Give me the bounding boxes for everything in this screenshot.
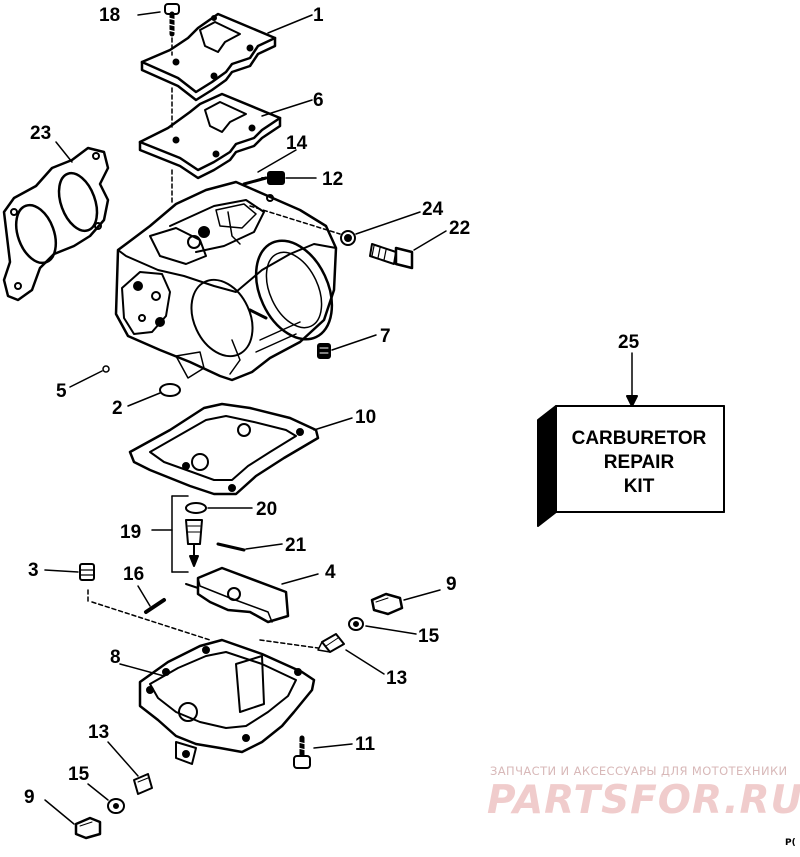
callout-13-right: 13 bbox=[386, 668, 407, 689]
callout-5: 5 bbox=[56, 381, 67, 402]
part-5-check-ball bbox=[102, 365, 110, 373]
callout-2: 2 bbox=[112, 398, 123, 419]
callout-15-left: 15 bbox=[68, 764, 90, 785]
callout-1: 1 bbox=[313, 5, 324, 26]
watermark-tagline: ЗАПЧАСТИ И АКСЕССУАРЫ ДЛЯ МОТОТЕХНИКИ bbox=[490, 764, 788, 778]
callout-labels: 18 1 6 23 14 12 24 22 7 25 5 2 10 20 19 … bbox=[24, 5, 707, 808]
callout-13-left: 13 bbox=[88, 722, 109, 743]
callout-4: 4 bbox=[325, 562, 336, 583]
part-7-fitting bbox=[317, 343, 331, 359]
part-12-fitting bbox=[261, 171, 285, 185]
corner-mark: P( bbox=[785, 838, 796, 848]
callout-18: 18 bbox=[99, 5, 120, 26]
callout-12: 12 bbox=[322, 169, 343, 190]
callout-14: 14 bbox=[286, 133, 308, 154]
part-15-washer-left bbox=[107, 798, 125, 814]
callout-3: 3 bbox=[28, 560, 39, 581]
callout-16: 16 bbox=[123, 564, 144, 585]
callout-10: 10 bbox=[355, 407, 376, 428]
part-11-drain-screw bbox=[293, 735, 311, 769]
callout-19: 19 bbox=[120, 522, 141, 543]
part-13-screw-right bbox=[317, 633, 345, 653]
callout-21: 21 bbox=[285, 535, 307, 556]
part-15-washer-right bbox=[348, 617, 364, 631]
watermark-logo: PARTSFOR.RU bbox=[487, 778, 800, 823]
callout-11: 11 bbox=[355, 734, 376, 755]
part-2-o-ring bbox=[159, 383, 181, 397]
kit-label-line2: REPAIR bbox=[604, 452, 675, 473]
part-22-bolt bbox=[369, 243, 414, 270]
part-4-float bbox=[185, 566, 290, 624]
part-13-screw-left bbox=[133, 773, 153, 795]
leader-lines bbox=[44, 11, 447, 825]
part-3-jet bbox=[79, 563, 95, 581]
callout-25: 25 bbox=[618, 332, 640, 353]
part-6-gasket bbox=[138, 92, 282, 180]
callout-8: 8 bbox=[110, 647, 121, 668]
part-21-pin bbox=[216, 542, 246, 552]
part-10-bowl-gasket bbox=[128, 402, 320, 496]
callout-23: 23 bbox=[30, 123, 51, 144]
part-18-screw bbox=[164, 3, 180, 37]
part-20-o-ring bbox=[185, 502, 207, 514]
callout-9-right: 9 bbox=[446, 574, 457, 595]
callout-9-left: 9 bbox=[24, 787, 35, 808]
part-16-float-pin bbox=[144, 598, 166, 614]
callout-24: 24 bbox=[422, 199, 444, 220]
part-9-screw-left bbox=[74, 816, 102, 840]
kit-label-line1: CARBURETOR bbox=[572, 428, 707, 449]
part-24-lockwasher bbox=[340, 230, 356, 246]
callout-22: 22 bbox=[449, 218, 470, 239]
part-19-inlet-needle bbox=[185, 519, 203, 567]
kit-label-line3: KIT bbox=[624, 476, 655, 497]
part-9-screw-right bbox=[370, 592, 404, 616]
callout-7: 7 bbox=[380, 326, 391, 347]
callout-6: 6 bbox=[313, 90, 324, 111]
part-8-float-bowl bbox=[138, 638, 316, 765]
part-1-cover-plate bbox=[140, 12, 277, 102]
carburetor-body bbox=[114, 180, 338, 382]
callout-15-right: 15 bbox=[418, 626, 440, 647]
part-23-flange-gasket bbox=[2, 146, 110, 302]
callout-20: 20 bbox=[256, 499, 277, 520]
part-25-repair-kit-box bbox=[537, 405, 725, 527]
